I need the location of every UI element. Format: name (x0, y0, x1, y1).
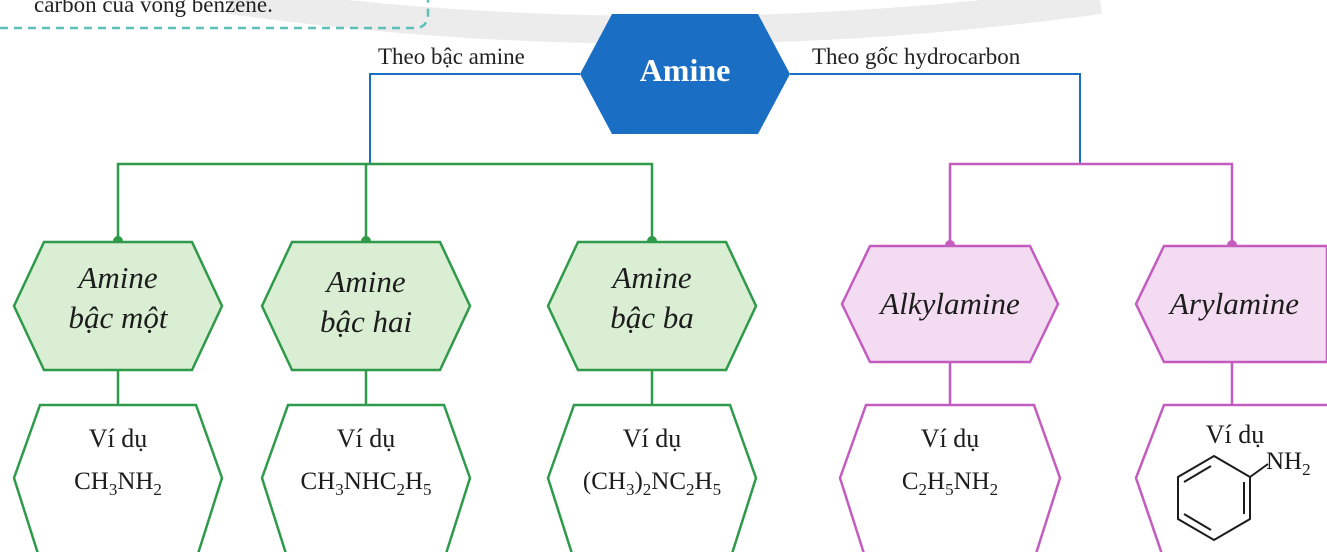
type-label-line2: bậc hai (319, 304, 413, 339)
connector-right-branch (790, 73, 1081, 164)
type-node-secondary (260, 240, 472, 372)
example-label-1: Ví dụ (88, 424, 148, 453)
connector-left-branch (369, 73, 580, 164)
type-label-line2: bậc ba (610, 300, 694, 335)
type-label-line1: Amine (612, 260, 692, 295)
branch-label-right: Theo gốc hydrocarbon (812, 44, 1021, 69)
formula-alkylamine: C2H5NH2 (901, 468, 999, 499)
example-label-4: Ví dụ (920, 424, 980, 453)
type-label-arylamine: Arylamine (1169, 286, 1300, 321)
root-label: Amine (639, 52, 731, 88)
formula-tertiary: (CH3)2NC2H5 (582, 468, 722, 499)
benzene-ring-icon (1177, 454, 1269, 542)
example-box-3 (546, 403, 758, 552)
example-box-5 (1134, 403, 1327, 552)
type-label-tertiary: Amine bậc ba (552, 258, 752, 338)
top-note-text: carbon của vòng benzene. (34, 0, 273, 17)
example-label-3: Ví dụ (622, 424, 682, 453)
example-label-5: Ví dụ (1205, 420, 1265, 449)
type-label-line2: bậc một (68, 300, 168, 335)
formula-primary: CH3NH2 (74, 468, 162, 499)
formula-secondary: CH3NHC2H5 (300, 468, 432, 499)
type-node-tertiary (546, 240, 758, 372)
type-label-line1: Amine (326, 264, 406, 299)
type-label-line1: Amine (78, 260, 158, 295)
type-node-arylamine (1134, 244, 1327, 364)
type-node-primary (12, 240, 224, 372)
connector-green-bracket (116, 162, 654, 240)
connector-pink-bracket (948, 162, 1234, 244)
example-box-4 (838, 403, 1062, 552)
root-node (580, 14, 790, 134)
branch-label-left: Theo bậc amine (378, 44, 525, 69)
example-box-2 (260, 403, 472, 552)
note-box (0, 0, 430, 30)
example-label-2: Ví dụ (336, 424, 396, 453)
example-box-1 (12, 403, 224, 552)
type-label-primary: Amine bậc một (18, 258, 218, 338)
formula-arylamine-nh2: NH2 (1266, 448, 1311, 479)
type-node-alkylamine (840, 244, 1060, 364)
type-label-secondary: Amine bậc hai (266, 262, 466, 342)
type-label-alkylamine: Alkylamine (880, 286, 1020, 321)
